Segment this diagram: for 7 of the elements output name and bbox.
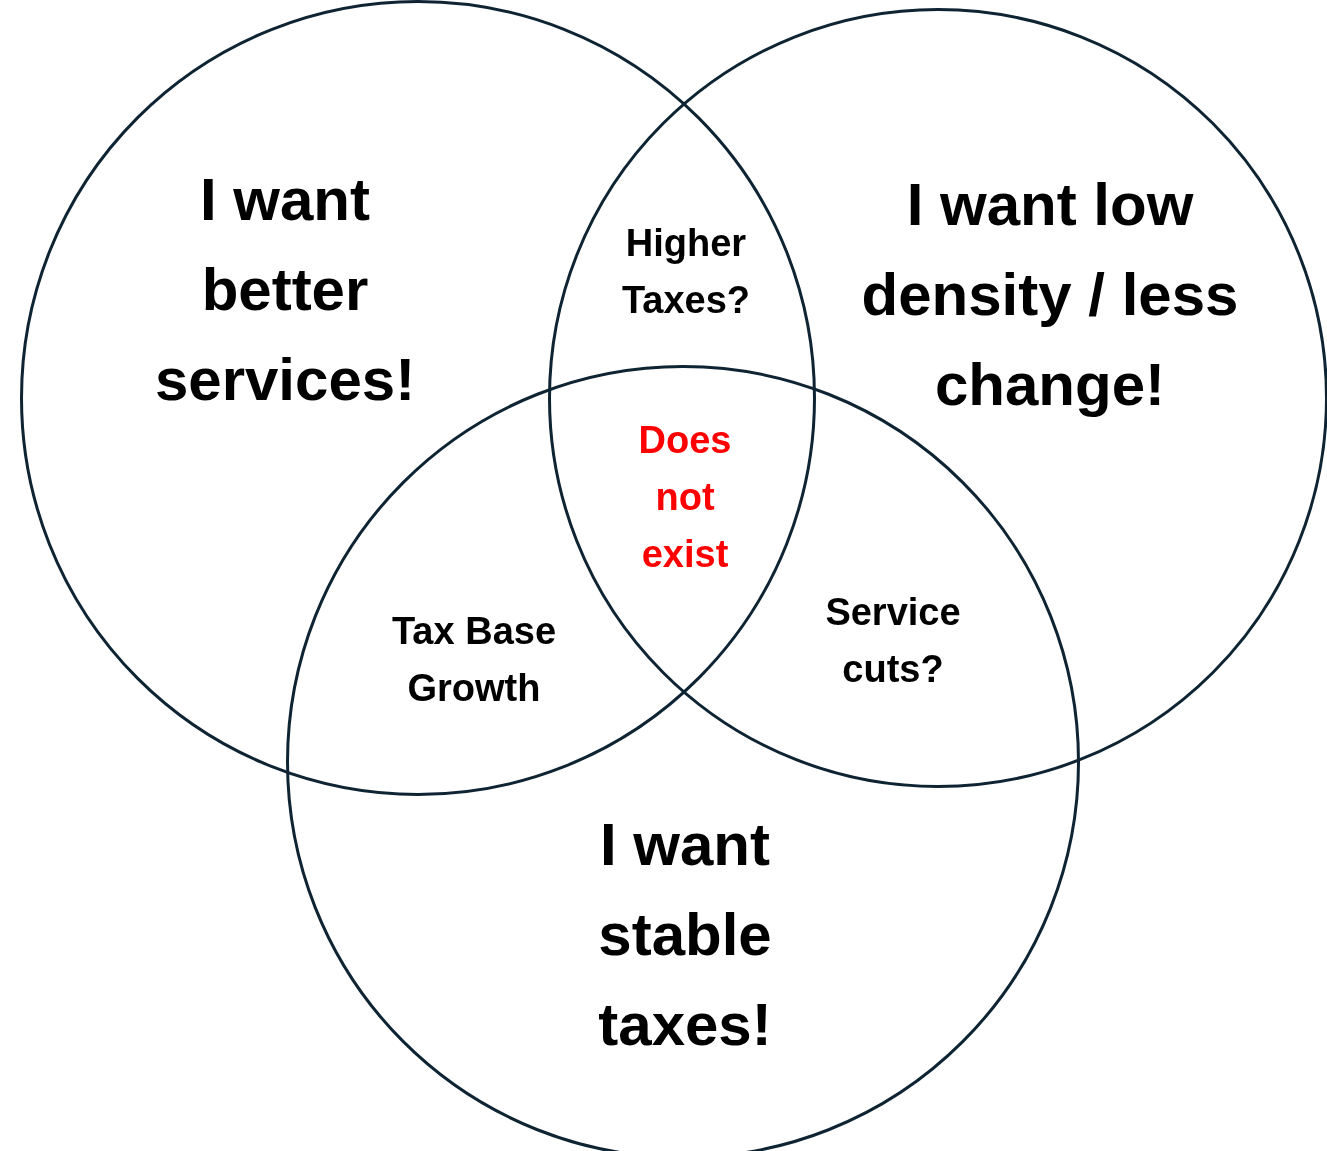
circle-heading: I want low density / less change! (860, 170, 1240, 420)
overlap-label: Service cuts? (824, 590, 962, 692)
overlap-label: Tax Base Growth (390, 609, 558, 711)
overlap-label: Higher Taxes? (620, 221, 752, 323)
overlap-label: Does not exist (637, 417, 733, 577)
circle-heading: I want better services! (153, 165, 417, 415)
circle-heading: I want stable taxes! (597, 810, 773, 1060)
